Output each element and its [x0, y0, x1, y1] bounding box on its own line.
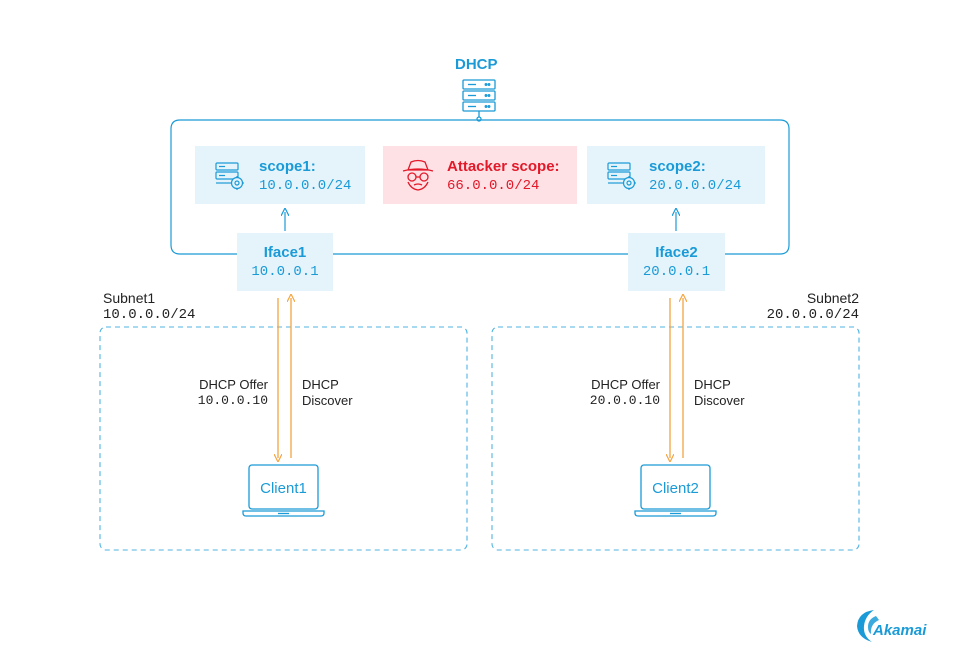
laptop-icon-1	[242, 464, 325, 517]
subnet1-boundary	[99, 326, 468, 551]
subnet2-boundary	[491, 326, 860, 551]
discover-text-1b: Discover	[302, 393, 353, 408]
subnet2-cidr: 20.0.0.0/24	[766, 307, 859, 323]
dhcp-title: DHCP	[455, 56, 498, 73]
attacker-scope-name: Attacker scope:	[447, 158, 560, 175]
discover-text-2b: Discover	[694, 393, 745, 408]
attacker-scope-range: 66.0.0.0/24	[447, 178, 540, 194]
offer-ip-2: 20.0.0.10	[589, 393, 660, 408]
akamai-logo-text: Akamai	[873, 622, 927, 639]
offer-text-1: DHCP Offer	[199, 377, 268, 392]
offer-text-2: DHCP Offer	[591, 377, 660, 392]
scope1-box: scope1: 10.0.0.0/24	[195, 146, 365, 204]
akamai-logo-icon	[857, 610, 879, 642]
laptop-icon-2	[634, 464, 717, 517]
client1-label: Client1	[260, 480, 307, 497]
server-gear-icon	[607, 162, 636, 190]
server-gear-icon	[215, 162, 244, 190]
scope2-name: scope2:	[649, 158, 706, 175]
discover-label-2: DHCP Discover	[694, 377, 745, 409]
iface2-box: Iface2 20.0.0.1	[628, 233, 725, 291]
client2-label: Client2	[652, 480, 699, 497]
subnet1-cidr: 10.0.0.0/24	[103, 307, 196, 323]
dhcp-server-frame	[170, 119, 790, 255]
attacker-scope-box: Attacker scope: 66.0.0.0/24	[383, 146, 577, 204]
iface2-ip: 20.0.0.1	[642, 264, 711, 280]
iface1-ip: 10.0.0.1	[251, 264, 319, 280]
iface1-name: Iface1	[263, 244, 307, 261]
spy-icon	[402, 159, 434, 191]
iface2-name: Iface2	[655, 244, 698, 261]
scope1-range: 10.0.0.0/24	[259, 178, 352, 194]
offer-label-2: DHCP Offer 20.0.0.10	[590, 377, 660, 409]
discover-text-2a: DHCP	[694, 377, 731, 392]
dhcp-server-icon	[462, 79, 496, 122]
scope2-box: scope2: 20.0.0.0/24	[587, 146, 765, 204]
discover-text-1a: DHCP	[302, 377, 339, 392]
subnet2-name: Subnet2	[806, 290, 859, 306]
iface1-box: Iface1 10.0.0.1	[237, 233, 333, 291]
subnet1-name: Subnet1	[103, 290, 156, 306]
scope2-range: 20.0.0.0/24	[649, 178, 742, 194]
discover-label-1: DHCP Discover	[302, 377, 353, 409]
offer-label-1: DHCP Offer 10.0.0.10	[198, 377, 268, 409]
scope1-name: scope1:	[259, 158, 316, 175]
offer-ip-1: 10.0.0.10	[197, 393, 268, 408]
